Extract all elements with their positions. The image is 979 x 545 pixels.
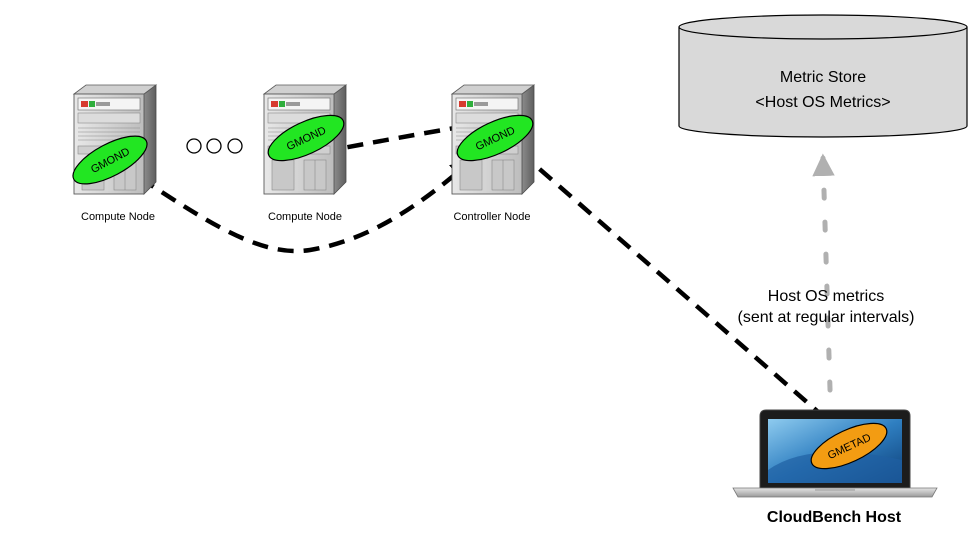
gmond-badge: [267, 114, 345, 162]
compute-node-2: GMOND Compute Node: [263, 84, 347, 223]
gmond-badge: [72, 135, 148, 185]
gmetad-badge: [810, 422, 888, 470]
metrics-flow-label-line1: Host OS metrics: [768, 288, 884, 305]
store-subtitle: <Host OS Metrics>: [755, 94, 890, 111]
node-label: Compute Node: [81, 211, 155, 223]
node-label: Controller Node: [453, 211, 530, 223]
database-cylinder-icon: [678, 27, 968, 138]
metrics-flow-label-line2: (sent at regular intervals): [738, 309, 915, 326]
dashed-link-compute1-to-controller: [138, 159, 474, 254]
dotted-arrow-host-to-store: [812, 153, 835, 425]
host-label: CloudBench Host: [767, 509, 902, 526]
dashed-link-controller-to-cloudbench: [518, 150, 834, 426]
controller-node: GMOND Controller Node: [451, 84, 535, 223]
compute-node-1: GMOND Compute Node: [72, 84, 157, 223]
metric-store-database: Metric Store <Host OS Metrics>: [678, 14, 968, 138]
store-title: Metric Store: [780, 69, 866, 86]
more-nodes-ellipsis-icon: [186, 138, 243, 154]
gmond-badge: [456, 114, 534, 162]
cloudbench-host: GMETAD CloudBench Host: [732, 409, 938, 526]
node-label: Compute Node: [268, 211, 342, 223]
